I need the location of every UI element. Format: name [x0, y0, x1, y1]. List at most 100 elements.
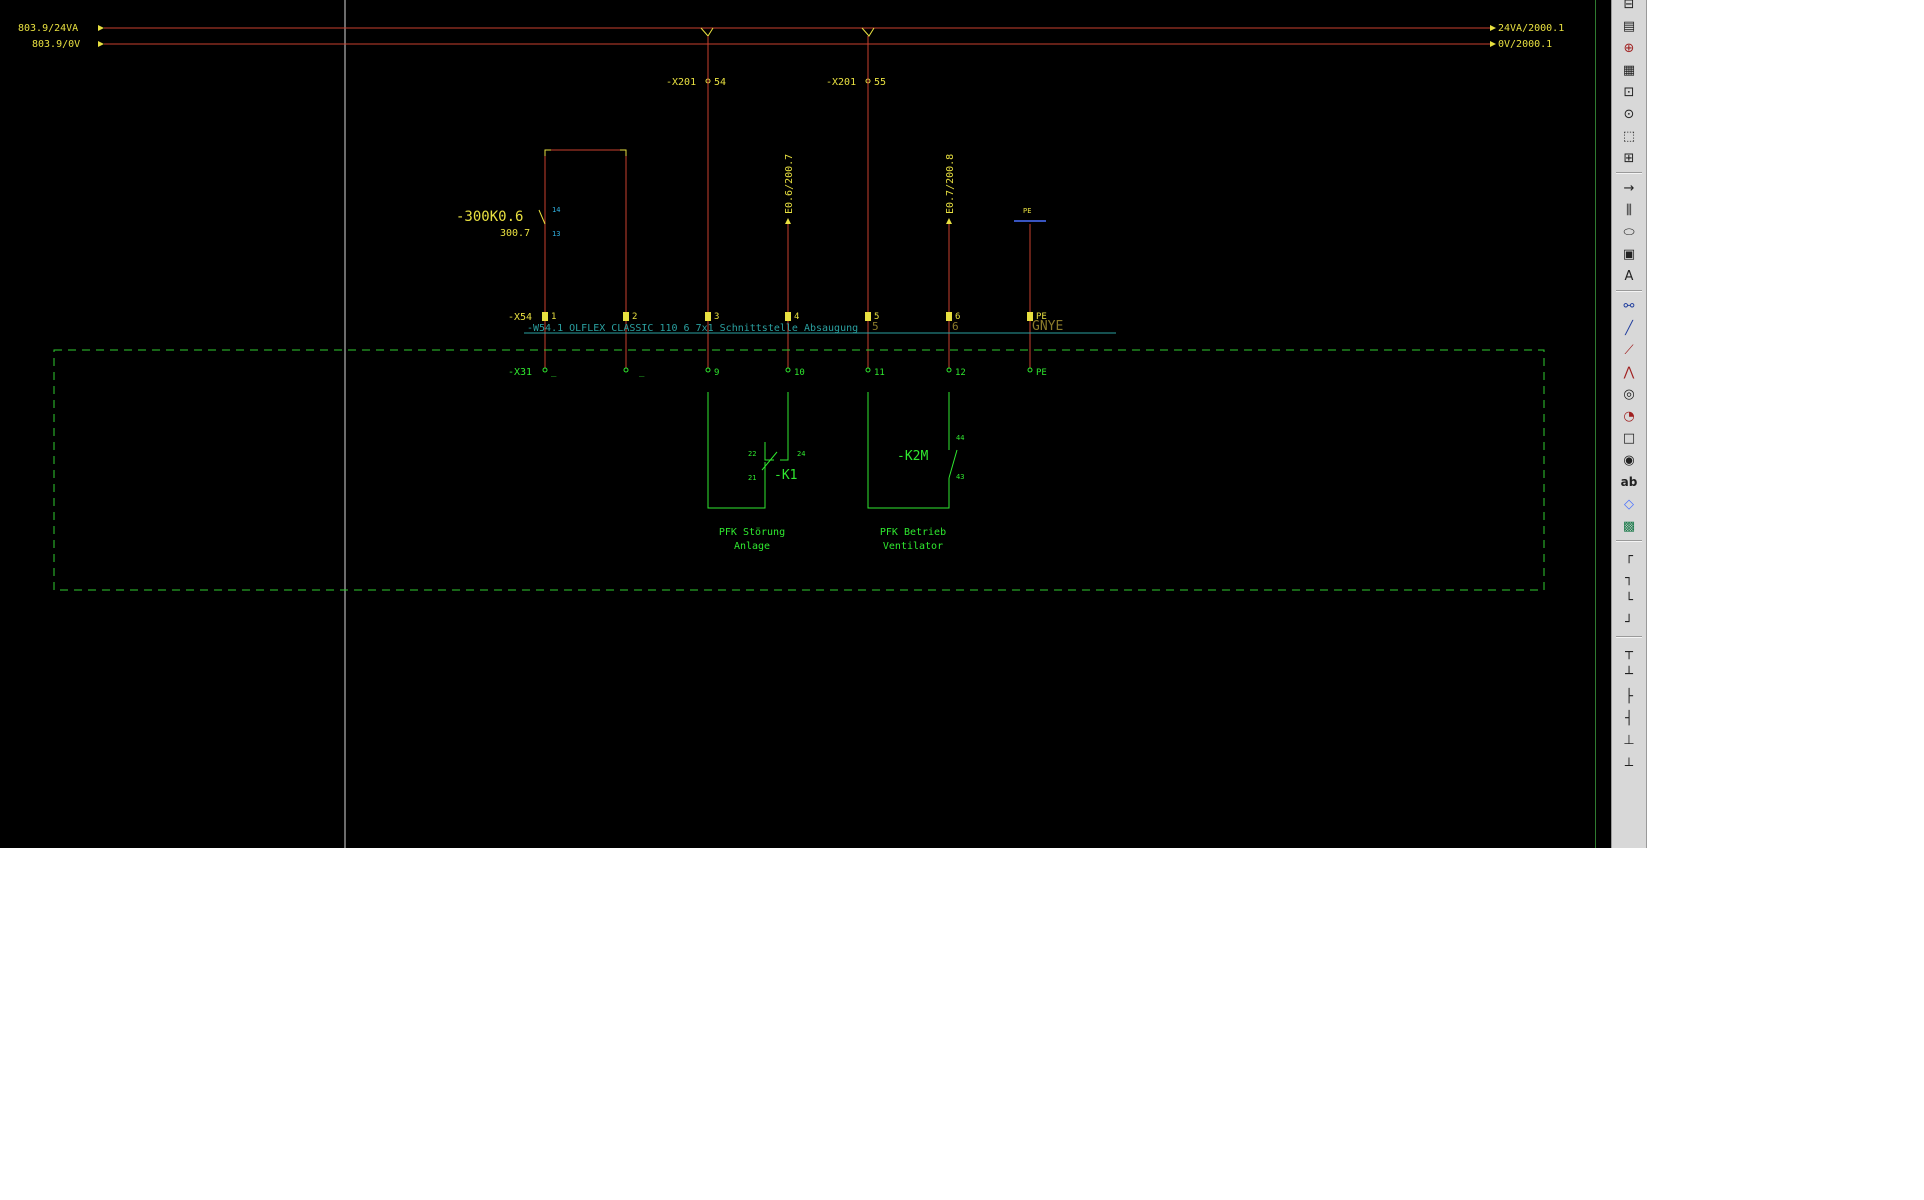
rail-0v-right-label[interactable]: 0V/2000.1: [1498, 39, 1552, 50]
k2m-description-line2[interactable]: Ventilator: [883, 541, 943, 552]
diamond-button[interactable]: ◇: [1618, 494, 1640, 514]
placeholder-icon: ▣: [1622, 246, 1636, 262]
x31-terminal-10[interactable]: [785, 367, 791, 373]
x201-right-label[interactable]: -X201: [826, 77, 856, 88]
x54-terminal-6[interactable]: [946, 312, 952, 321]
toolbar-separator: [1616, 540, 1642, 542]
arrow-up-junction-button[interactable]: ⊥: [1618, 730, 1640, 750]
circle-icon: ◎: [1623, 386, 1635, 402]
k2m-pin-43: 43: [956, 473, 964, 481]
circuit-diagram[interactable]: 803.9/24VA 803.9/0V 24VA/2000.1 0V/2000.…: [0, 0, 1595, 848]
k2m-loop-wire[interactable]: [867, 392, 950, 509]
interruption-button[interactable]: →: [1618, 178, 1640, 198]
x31-terminal-11[interactable]: [865, 367, 871, 373]
text-button[interactable]: A: [1618, 266, 1640, 286]
k2m-contact-blade[interactable]: [948, 449, 958, 479]
plug-button[interactable]: ⊕: [1618, 38, 1640, 58]
schematic-canvas[interactable]: 803.9/24VA 803.9/0V 24VA/2000.1 0V/2000.…: [0, 0, 1595, 848]
x31-name[interactable]: -X31: [508, 367, 532, 378]
arc-button[interactable]: ◔: [1618, 406, 1640, 426]
device-dashed-boundary[interactable]: [53, 349, 1545, 591]
x54-terminal-5[interactable]: [865, 312, 871, 321]
device-300k-ref[interactable]: 300.7: [500, 228, 530, 239]
k1-name[interactable]: -K1: [774, 468, 797, 483]
x31-pin-1: _: [551, 368, 557, 378]
x31-terminal-9[interactable]: [705, 367, 711, 373]
dashed-box-icon: ⬚: [1622, 128, 1636, 144]
ab-text-button[interactable]: ab: [1618, 472, 1640, 492]
polyline-button[interactable]: ⟋: [1618, 340, 1640, 360]
device-300k-contact-blade[interactable]: [538, 209, 546, 225]
k1-right-wire[interactable]: [780, 392, 789, 461]
terminal-button[interactable]: ▤: [1618, 16, 1640, 36]
pin-button[interactable]: ⊙: [1618, 104, 1640, 124]
x54-terminal-3[interactable]: [705, 312, 711, 321]
ab-text-icon: ab: [1620, 475, 1638, 489]
eye-button[interactable]: ◉: [1618, 450, 1640, 470]
circle-button[interactable]: ◎: [1618, 384, 1640, 404]
rail-24v-right-label[interactable]: 24VA/2000.1: [1498, 23, 1564, 34]
vertical-scroll-strip[interactable]: [1595, 0, 1612, 848]
crossing-button[interactable]: ⟂: [1618, 752, 1640, 772]
k1-contact-blade[interactable]: [761, 451, 778, 471]
link-button[interactable]: ⚯: [1618, 296, 1640, 316]
k2m-pin-44: 44: [956, 434, 964, 442]
symbol-button[interactable]: ⊟: [1618, 0, 1640, 14]
rail-24v-left-arrow: [98, 25, 104, 31]
structure-button[interactable]: ⊞: [1618, 148, 1640, 168]
polygon-button[interactable]: ⋀: [1618, 362, 1640, 382]
ellipse-button[interactable]: ⬭: [1618, 222, 1640, 242]
empty-workspace: [0, 848, 1924, 1200]
placeholder-button[interactable]: ▣: [1618, 244, 1640, 264]
x54-name[interactable]: -X54: [508, 312, 532, 323]
device-300k-pin-top: 14: [552, 206, 560, 214]
k1-description-line1[interactable]: PFK Störung: [719, 527, 785, 538]
signal-2-label[interactable]: E0.7/200.8: [945, 154, 956, 214]
x31-terminal-12[interactable]: [946, 367, 952, 373]
x31-terminal-1[interactable]: [542, 367, 548, 373]
x31-pin-12: 12: [955, 368, 966, 378]
x54-terminal-pe[interactable]: [1027, 312, 1033, 321]
angle-bottom-left-button[interactable]: └: [1618, 590, 1640, 610]
cable-label[interactable]: -W54.1 OLFLEX CLASSIC 110 6 7x1 Schnitts…: [527, 323, 858, 334]
tee-right-button[interactable]: ├: [1618, 686, 1640, 706]
rail-0v-left-label[interactable]: 803.9/0V: [32, 39, 80, 50]
rectangle-button[interactable]: □: [1618, 428, 1640, 448]
black-box-button[interactable]: ⊡: [1618, 82, 1640, 102]
rail-24v-left-label[interactable]: 803.9/24VA: [18, 23, 78, 34]
x201-left-label[interactable]: -X201: [666, 77, 696, 88]
tee-up-button[interactable]: ┴: [1618, 664, 1640, 684]
line-icon: ╱: [1625, 320, 1633, 336]
device-button[interactable]: ▦: [1618, 60, 1640, 80]
device-300k-pin-bottom: 13: [552, 230, 560, 238]
x31-terminal-2[interactable]: [623, 367, 629, 373]
structure-icon: ⊞: [1623, 150, 1635, 166]
cable-button[interactable]: ⫼: [1618, 200, 1640, 220]
angle-top-left-button[interactable]: ┌: [1618, 546, 1640, 566]
text-icon: A: [1624, 268, 1634, 284]
k2m-description-line1[interactable]: PFK Betrieb: [880, 527, 946, 538]
line-button[interactable]: ╱: [1618, 318, 1640, 338]
tee-down-button[interactable]: ┬: [1618, 642, 1640, 662]
signal-1-label[interactable]: E0.6/200.7: [784, 154, 795, 214]
x54-sublabel-6: 6: [952, 320, 959, 333]
tee-right-icon: ├: [1625, 688, 1633, 704]
image-button[interactable]: ▩: [1618, 516, 1640, 536]
interruption-icon: →: [1623, 180, 1635, 196]
k2m-name[interactable]: -K2M: [897, 449, 928, 464]
k1-loop-wire[interactable]: [707, 392, 766, 509]
angle-bottom-right-button[interactable]: ┘: [1618, 612, 1640, 632]
k1-description-line2[interactable]: Anlage: [734, 541, 770, 552]
crossing-icon: ⟂: [1624, 754, 1634, 770]
x31-terminal-pe[interactable]: [1027, 367, 1033, 373]
dashed-box-button[interactable]: ⬚: [1618, 126, 1640, 146]
x54-terminal-4[interactable]: [785, 312, 791, 321]
device-300k-name[interactable]: -300K0.6: [456, 209, 523, 225]
tee-left-button[interactable]: ┤: [1618, 708, 1640, 728]
x54-terminal-2[interactable]: [623, 312, 629, 321]
angle-top-right-button[interactable]: ┐: [1618, 568, 1640, 588]
x54-terminal-1[interactable]: [542, 312, 548, 321]
toolbar-separator: [1616, 172, 1642, 174]
pin-icon: ⊙: [1623, 106, 1635, 122]
polyline-icon: ⟋: [1624, 342, 1634, 358]
